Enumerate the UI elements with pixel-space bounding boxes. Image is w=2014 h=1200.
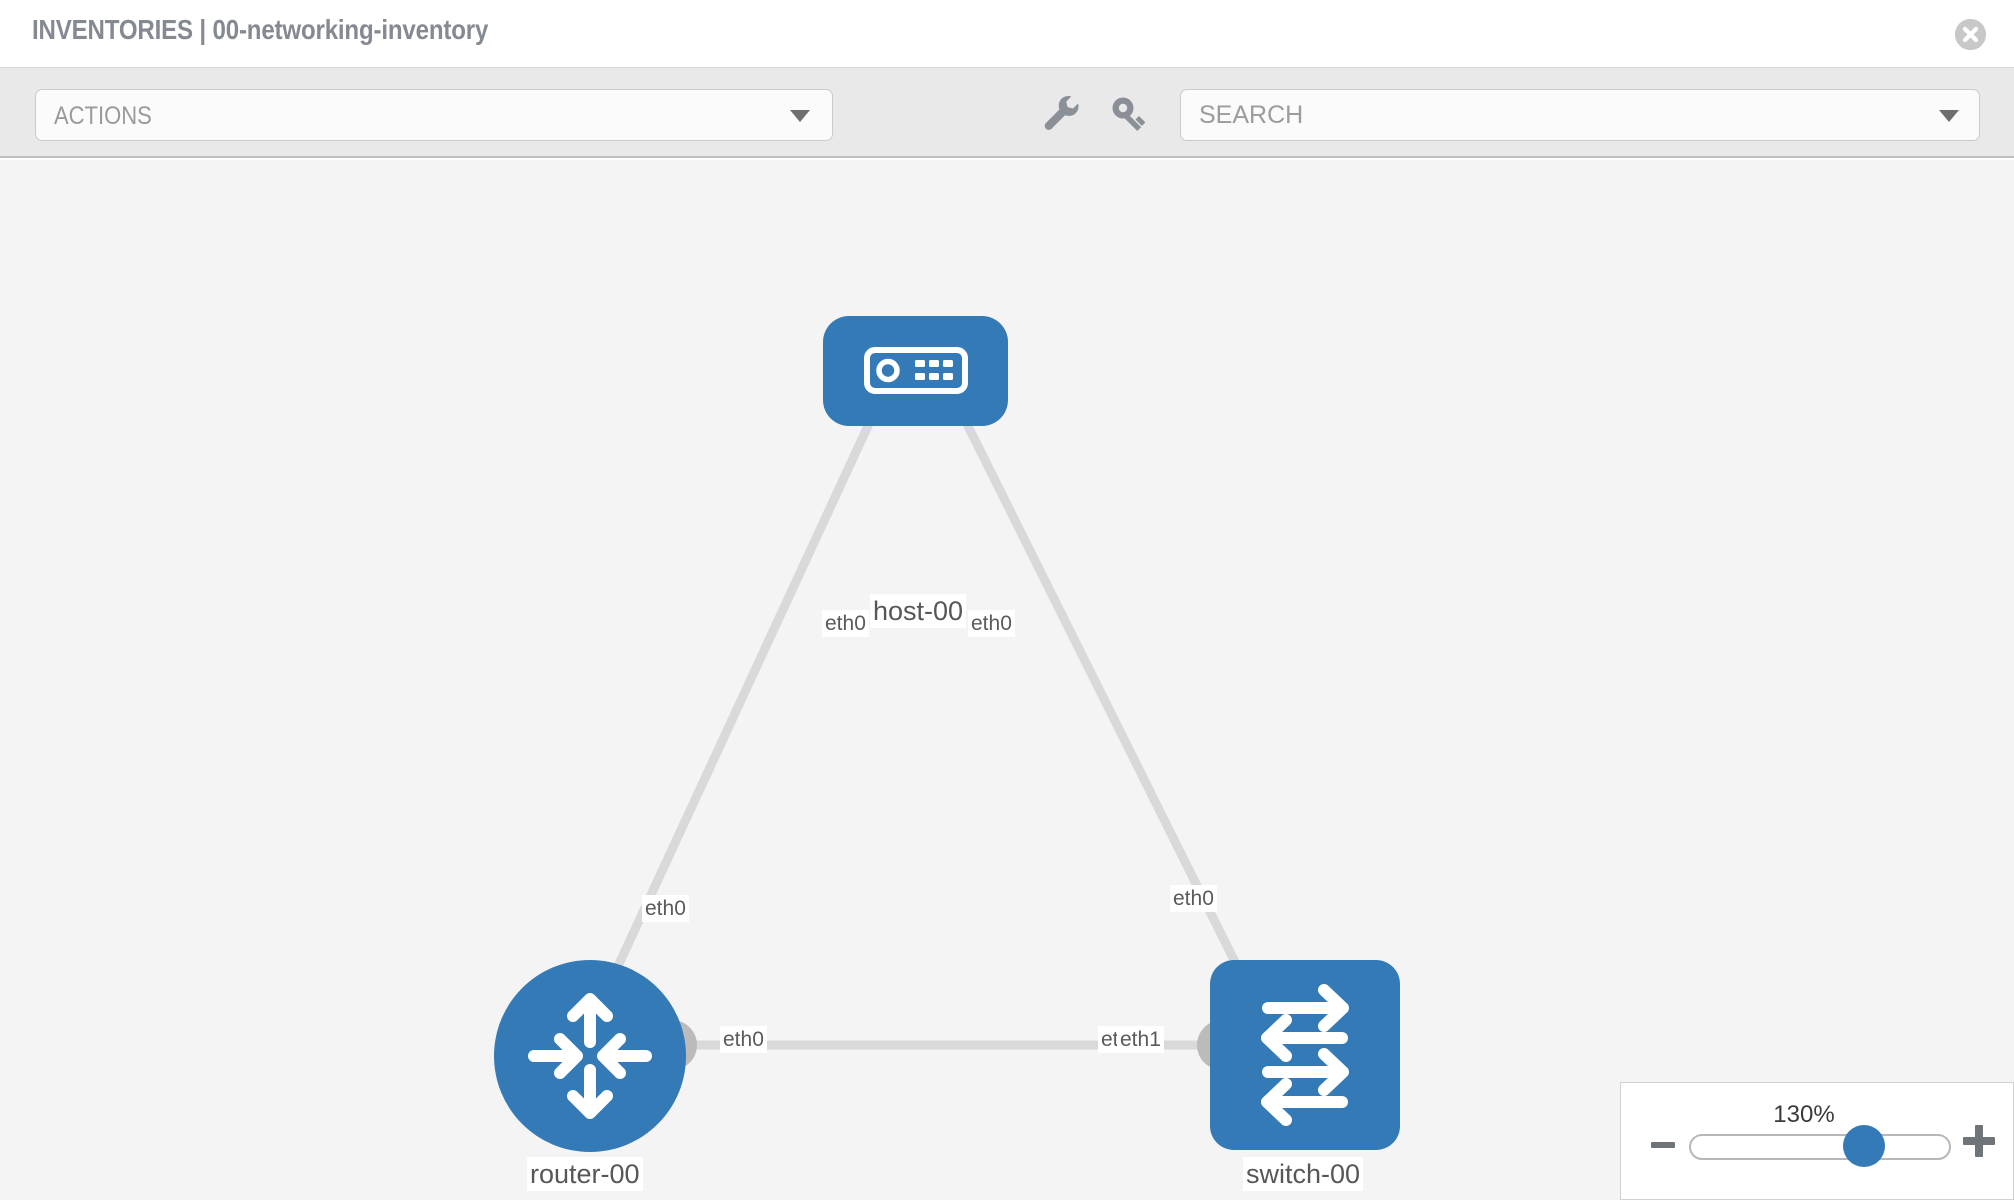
node-label-host: host-00 <box>870 594 967 628</box>
close-icon[interactable] <box>1955 19 1986 50</box>
search-input[interactable]: SEARCH <box>1180 89 1980 141</box>
plus-icon[interactable] <box>1961 1123 1997 1164</box>
iface-label-host-left: eth0 <box>822 610 869 637</box>
actions-dropdown-label: ACTIONS <box>54 102 152 130</box>
wrench-icon[interactable] <box>1037 90 1085 138</box>
node-host-00[interactable] <box>823 316 1008 426</box>
iface-label-router-right: eth0 <box>720 1026 767 1053</box>
topology-canvas[interactable]: host-00 router-00 switch-00 eth0 eth0 et… <box>0 160 2014 1200</box>
zoom-slider-thumb[interactable] <box>1843 1125 1885 1167</box>
page-header: INVENTORIES | 00-networking-inventory <box>0 0 2014 68</box>
chevron-down-icon <box>790 110 810 122</box>
router-icon <box>528 993 652 1119</box>
node-router-00[interactable] <box>494 960 686 1152</box>
page-title: INVENTORIES | 00-networking-inventory <box>32 14 489 45</box>
server-icon <box>864 347 968 394</box>
chevron-down-icon[interactable] <box>1939 110 1959 122</box>
iface-label-switch-up: eth0 <box>1170 885 1217 912</box>
zoom-slider-track[interactable] <box>1689 1134 1951 1160</box>
iface-label-host-right: eth0 <box>968 610 1015 637</box>
toolbar: ACTIONS SEARCH <box>0 68 2014 158</box>
key-icon[interactable] <box>1106 90 1154 138</box>
zoom-control-panel: 130% <box>1620 1082 2014 1200</box>
zoom-percent-label: 130% <box>1773 1101 1835 1128</box>
port-marker-group <box>586 374 1266 1070</box>
switch-icon <box>1261 984 1349 1126</box>
node-switch-00[interactable] <box>1210 960 1400 1150</box>
node-label-router: router-00 <box>527 1157 643 1191</box>
iface-label-router-up: eth0 <box>642 895 689 922</box>
actions-dropdown[interactable]: ACTIONS <box>35 89 833 141</box>
minus-icon[interactable] <box>1649 1131 1677 1164</box>
link-group <box>595 397 1250 1050</box>
search-placeholder: SEARCH <box>1199 101 1304 129</box>
node-label-switch: switch-00 <box>1243 1157 1364 1191</box>
iface-label-switch-left-b: eth1 <box>1117 1026 1164 1053</box>
